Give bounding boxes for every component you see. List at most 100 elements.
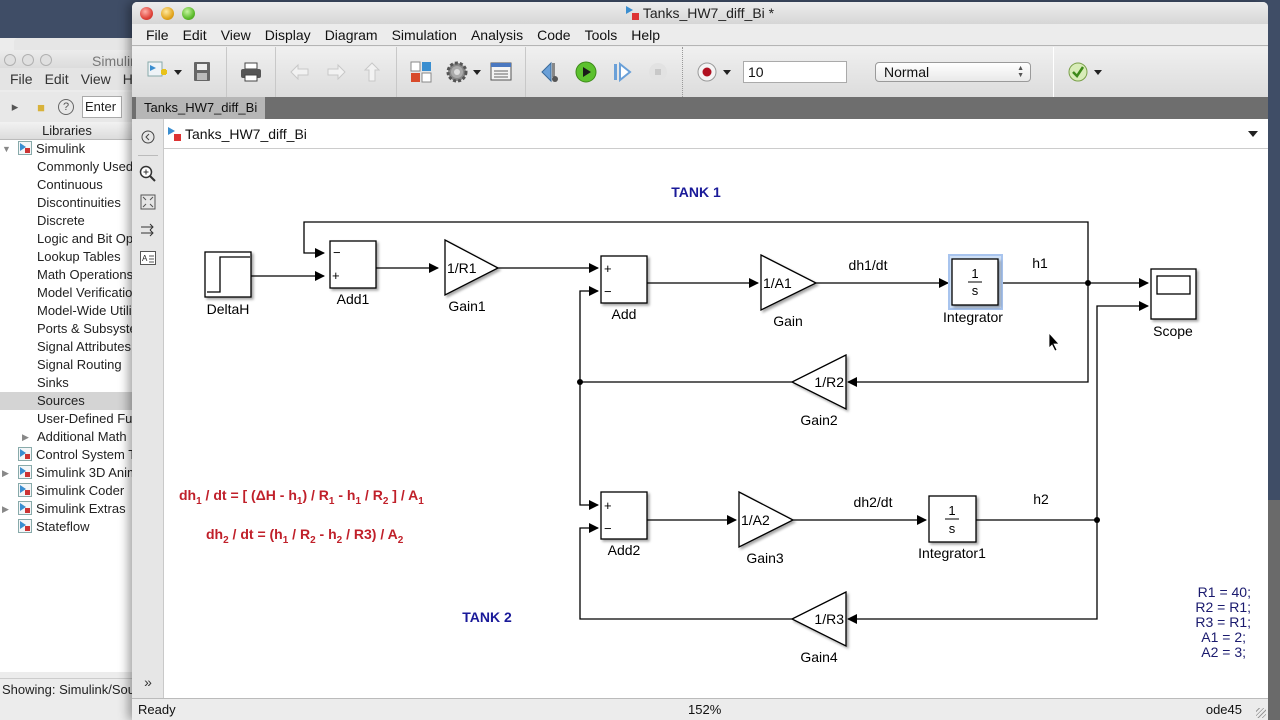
library-tree-item[interactable]: User-Defined Fu <box>0 410 150 428</box>
model-advisor-button[interactable] <box>1064 58 1092 86</box>
zoom-button[interactable] <box>138 164 158 184</box>
lib-menu-file[interactable]: File <box>10 71 33 87</box>
block-deltah[interactable]: DeltaH <box>204 251 252 317</box>
save-button[interactable] <box>188 58 216 86</box>
help-icon[interactable]: ? <box>58 99 74 115</box>
forward-button[interactable] <box>322 58 350 86</box>
block-gain3[interactable]: 1/A2 Gain3 <box>738 490 795 566</box>
stop-time-input[interactable]: 10 <box>743 61 847 83</box>
library-tree-item[interactable]: Discontinuities <box>0 194 150 212</box>
resize-grip[interactable] <box>1256 708 1266 718</box>
up-button[interactable] <box>358 58 386 86</box>
library-tree-item[interactable]: Ports & Subsyste <box>0 320 150 338</box>
diagram-canvas[interactable]: DeltaH − + Add1 1/R1 Gain1 + − Add <box>164 149 1268 698</box>
block-gain2[interactable]: 1/R2 Gain2 <box>790 353 847 428</box>
fit-to-view-button[interactable] <box>138 192 158 212</box>
menu-display[interactable]: Display <box>264 26 311 43</box>
lib-menu-edit[interactable]: Edit <box>44 71 69 87</box>
library-tree-item[interactable]: Sources <box>0 392 150 410</box>
library-tree-item[interactable]: ▶Simulink 3D Anim <box>0 464 150 482</box>
library-tree-item[interactable]: Logic and Bit Op <box>0 230 150 248</box>
lib-menu-view[interactable]: View <box>80 71 111 87</box>
solver-name[interactable]: ode45 <box>1205 702 1242 717</box>
menu-diagram[interactable]: Diagram <box>324 26 378 43</box>
block-add[interactable]: + − Add <box>600 255 648 322</box>
library-tree-item[interactable]: Model-Wide Utili <box>0 302 150 320</box>
menu-simulation[interactable]: Simulation <box>391 26 457 43</box>
library-tree-item[interactable]: Control System T <box>0 446 150 464</box>
expand-arrow-icon[interactable]: ▼ <box>2 144 11 154</box>
model-config-dropdown[interactable] <box>473 69 481 75</box>
annotation-tank1[interactable]: TANK 1 <box>671 184 721 200</box>
collapse-arrow-icon[interactable]: ▶ <box>2 504 9 514</box>
library-tree-item[interactable]: Stateflow <box>0 518 150 536</box>
new-model-dropdown[interactable] <box>174 69 182 75</box>
library-tree-item[interactable]: ▶Additional Math <box>0 428 150 446</box>
expand-palette-button[interactable]: » <box>138 672 158 692</box>
signal-line[interactable] <box>303 221 1089 283</box>
signal-line[interactable] <box>579 523 792 620</box>
back-button[interactable] <box>286 58 314 86</box>
close-button[interactable] <box>4 54 16 66</box>
library-search-input[interactable]: Enter <box>82 96 122 118</box>
block-gain4[interactable]: 1/R3 Gain4 <box>790 590 847 665</box>
simulation-mode-select[interactable]: Normal▲▼ <box>875 62 1031 82</box>
menu-file[interactable]: File <box>146 26 169 43</box>
close-button[interactable] <box>140 7 153 20</box>
open-folder-icon[interactable]: ■ <box>37 99 45 115</box>
library-tree-item[interactable]: Math Operations <box>0 266 150 284</box>
library-tree-item[interactable]: Continuous <box>0 176 150 194</box>
stop-button[interactable] <box>644 58 672 86</box>
library-tree-item[interactable]: Commonly Used <box>0 158 150 176</box>
library-tree-item[interactable]: Simulink Coder <box>0 482 150 500</box>
run-button[interactable] <box>572 58 600 86</box>
record-button[interactable] <box>693 58 721 86</box>
tab-model[interactable]: Tanks_HW7_diff_Bi <box>136 97 266 119</box>
block-add2[interactable]: + − Add2 <box>600 491 648 558</box>
new-model-icon[interactable]: ▸ <box>11 99 19 114</box>
model-explorer-button[interactable] <box>487 58 515 86</box>
step-forward-button[interactable] <box>608 58 636 86</box>
breadcrumb[interactable]: Tanks_HW7_diff_Bi <box>168 126 307 142</box>
library-tree-item[interactable]: Signal Attributes <box>0 338 150 356</box>
menu-tools[interactable]: Tools <box>584 26 618 43</box>
library-tree-item[interactable]: Lookup Tables <box>0 248 150 266</box>
step-back-button[interactable] <box>536 58 564 86</box>
library-browser-button[interactable] <box>407 58 435 86</box>
signal-line[interactable] <box>1096 301 1149 520</box>
library-tree-item[interactable]: ▼Simulink <box>0 140 150 158</box>
minimize-button[interactable] <box>22 54 34 66</box>
menu-help[interactable]: Help <box>631 26 661 43</box>
model-advisor-dropdown[interactable] <box>1094 69 1102 75</box>
route-lines-button[interactable] <box>138 220 158 240</box>
zoom-button[interactable] <box>40 54 52 66</box>
signal-line[interactable] <box>847 520 1098 624</box>
annotation-tank2[interactable]: TANK 2 <box>462 609 512 625</box>
hide-show-explorer-button[interactable] <box>138 127 158 147</box>
menu-code[interactable]: Code <box>537 26 571 43</box>
menu-edit[interactable]: Edit <box>182 26 207 43</box>
record-dropdown[interactable] <box>723 69 731 75</box>
signal-line[interactable] <box>579 286 599 382</box>
block-gain[interactable]: 1/A1 Gain <box>760 253 818 329</box>
annotation-equations[interactable]: dh1 / dt = [ (ΔH - h1) / R1 - h1 / R2 ] … <box>179 487 424 546</box>
block-add1[interactable]: − + Add1 <box>329 240 377 307</box>
collapse-arrow-icon[interactable]: ▶ <box>2 468 9 478</box>
library-tree-item[interactable]: Discrete <box>0 212 150 230</box>
annotation-parameters[interactable]: R1 = 40; R2 = R1; R3 = R1; A1 = 2; A2 = … <box>1195 584 1251 660</box>
block-integrator[interactable]: 1 s Integrator <box>943 254 1003 325</box>
library-tree-item[interactable]: Model Verificatio <box>0 284 150 302</box>
signal-line[interactable] <box>579 382 599 510</box>
menu-view[interactable]: View <box>220 26 251 43</box>
library-tree-item[interactable]: Signal Routing <box>0 356 150 374</box>
zoom-button[interactable] <box>182 7 195 20</box>
model-config-button[interactable] <box>443 58 471 86</box>
block-integrator1[interactable]: 1 s Integrator1 <box>918 495 986 561</box>
minimize-button[interactable] <box>161 7 174 20</box>
annotation-button[interactable]: A <box>138 248 158 268</box>
menu-analysis[interactable]: Analysis <box>470 26 524 43</box>
collapse-arrow-icon[interactable]: ▶ <box>22 432 29 442</box>
block-gain1[interactable]: 1/R1 Gain1 <box>444 238 500 314</box>
block-scope[interactable]: Scope <box>1150 268 1197 339</box>
signal-line[interactable] <box>847 283 1089 387</box>
